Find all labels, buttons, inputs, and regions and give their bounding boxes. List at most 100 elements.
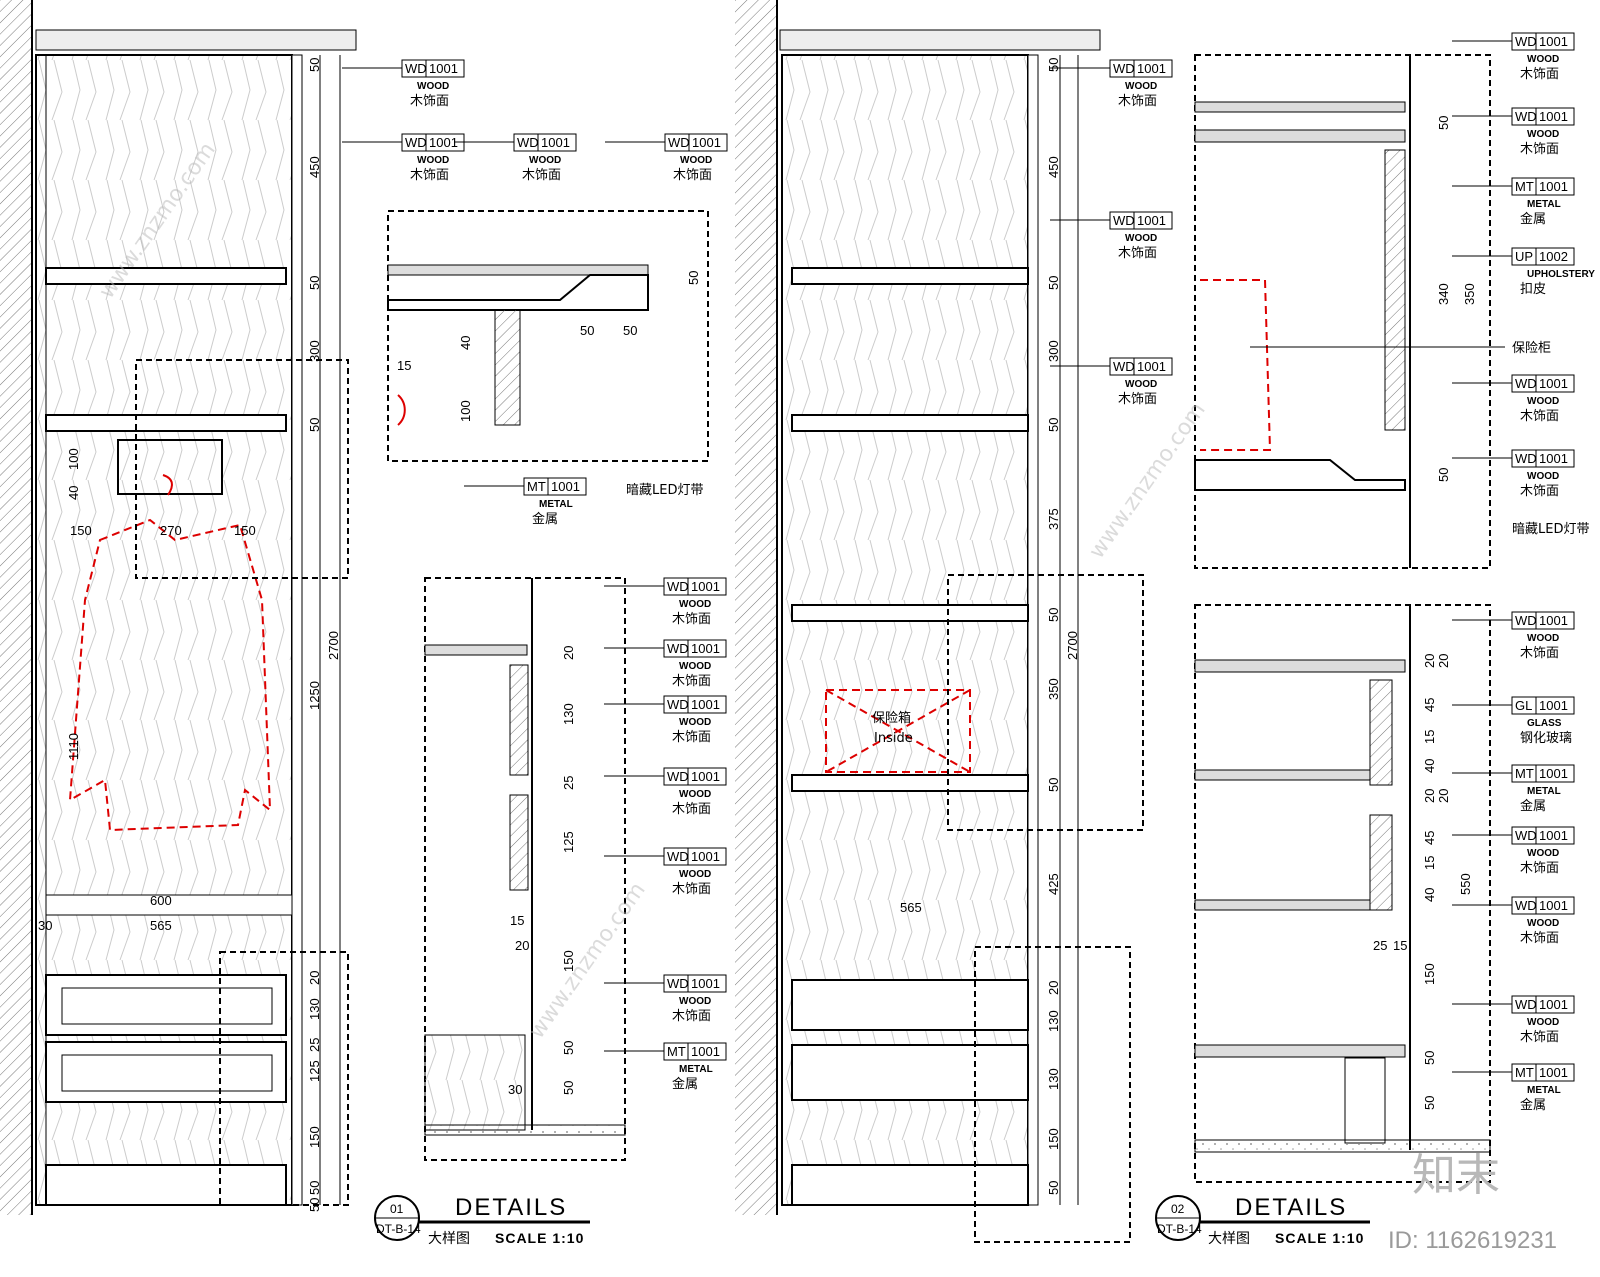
- note-safe-box: 保险箱: [872, 710, 911, 726]
- material-name-en: WOOD: [417, 81, 449, 92]
- material-name-en: METAL: [1527, 199, 1561, 210]
- dimension-value: 450: [1046, 156, 1061, 178]
- material-name-cn: 木饰面: [1520, 409, 1559, 424]
- detail-01-zoom-bottom: [424, 577, 626, 1161]
- material-name-cn: 金属: [1520, 1097, 1546, 1113]
- detail-02-scale: SCALE 1:10: [1275, 1230, 1364, 1246]
- dimension-value: 50: [686, 271, 701, 285]
- title-block-02: 02 DT-B-14 DETAILS 大样图 SCALE 1:10: [1155, 1194, 1370, 1247]
- material-number: 1001: [691, 697, 720, 712]
- material-name-cn: 扣皮: [1520, 282, 1546, 297]
- dimension-value: 150: [561, 950, 576, 972]
- dimension-value: 340: [1436, 283, 1451, 305]
- dimension-value: 1250: [307, 681, 322, 710]
- material-name-en: WOOD: [679, 789, 711, 800]
- dimension-value: 300: [1046, 340, 1061, 362]
- material-name-cn: 木饰面: [1520, 931, 1559, 946]
- dimension-value: 50: [1436, 116, 1451, 130]
- dimension-value: 150: [1422, 963, 1437, 985]
- dimension-value: 25: [1373, 938, 1387, 953]
- dimension-value: 50: [307, 1198, 322, 1212]
- material-name-cn: 木饰面: [410, 168, 449, 183]
- dimension-value: 20: [515, 938, 529, 953]
- dimension-value: 125: [561, 831, 576, 853]
- dimension-value: 50: [307, 276, 322, 290]
- dimension-value: 15: [510, 913, 524, 928]
- note-safe-cabinet: 保险柜: [1512, 341, 1551, 356]
- dimension-value: 565: [900, 900, 922, 915]
- dimension-value: 20: [561, 646, 576, 660]
- material-code: MT: [667, 1044, 686, 1059]
- detail-02-subtitle: 大样图: [1208, 1231, 1250, 1247]
- dimension-value: 30: [508, 1082, 522, 1097]
- dimension-value: 2700: [326, 631, 341, 660]
- detail-01-subtitle: 大样图: [428, 1231, 470, 1247]
- material-code: WD: [667, 641, 689, 656]
- material-name-cn: 木饰面: [672, 802, 711, 817]
- material-name-en: WOOD: [1125, 379, 1157, 390]
- dimension-value: 150: [70, 523, 92, 538]
- material-number: 1002: [1539, 249, 1568, 264]
- watermark-site-2: www.znzmo.com: [524, 878, 650, 1043]
- dimension-value: 350: [1462, 283, 1477, 305]
- material-number: 1001: [1539, 997, 1568, 1012]
- material-code: GL: [1515, 698, 1532, 713]
- dimension-value: 1110: [66, 733, 81, 760]
- material-code: WD: [1515, 997, 1537, 1012]
- dimension-value: 350: [1046, 678, 1061, 700]
- material-code: WD: [667, 579, 689, 594]
- material-name-cn: 木饰面: [672, 674, 711, 689]
- material-number: 1001: [691, 1044, 720, 1059]
- dimension-value: 40: [66, 486, 81, 500]
- material-number: 1001: [691, 579, 720, 594]
- material-number: 1001: [429, 135, 458, 150]
- material-name-en: WOOD: [679, 661, 711, 672]
- material-name-cn: 钢化玻璃: [1520, 731, 1572, 746]
- material-code: WD: [1113, 359, 1135, 374]
- material-code: UP: [1515, 249, 1533, 264]
- material-code: WD: [517, 135, 539, 150]
- material-name-en: METAL: [539, 499, 573, 510]
- material-name-cn: 木饰面: [522, 168, 561, 183]
- material-code: MT: [1515, 1065, 1534, 1080]
- material-code: WD: [1113, 61, 1135, 76]
- dimension-value: 550: [1458, 873, 1473, 895]
- dimension-value: 20: [1436, 654, 1451, 668]
- dimension-value: 30: [38, 918, 52, 933]
- dimension-value: 20: [1046, 981, 1061, 995]
- material-name-cn: 木饰面: [673, 168, 712, 183]
- material-code: WD: [668, 135, 690, 150]
- material-name-cn: 木饰面: [1520, 646, 1559, 661]
- dimension-value: 20: [1436, 789, 1451, 803]
- material-number: 1001: [1539, 613, 1568, 628]
- dimension-value: 25: [307, 1038, 322, 1052]
- material-number: 1001: [1539, 451, 1568, 466]
- title-block-01: 01 DT-B-14 DETAILS 大样图 SCALE 1:10: [374, 1194, 590, 1247]
- material-name-cn: 木饰面: [672, 882, 711, 897]
- material-name-cn: 木饰面: [672, 1009, 711, 1024]
- material-number: 1001: [691, 769, 720, 784]
- material-number: 1001: [692, 135, 721, 150]
- material-code: WD: [1515, 109, 1537, 124]
- material-name-cn: 木饰面: [410, 94, 449, 109]
- material-name-en: WOOD: [1527, 918, 1559, 929]
- dimension-value: 150: [1046, 1128, 1061, 1150]
- dimension-value: 130: [1046, 1010, 1061, 1032]
- material-number: 1001: [1539, 698, 1568, 713]
- dimension-value: 375: [1046, 508, 1061, 530]
- material-code: WD: [1515, 34, 1537, 49]
- detail-01-scale: SCALE 1:10: [495, 1230, 584, 1246]
